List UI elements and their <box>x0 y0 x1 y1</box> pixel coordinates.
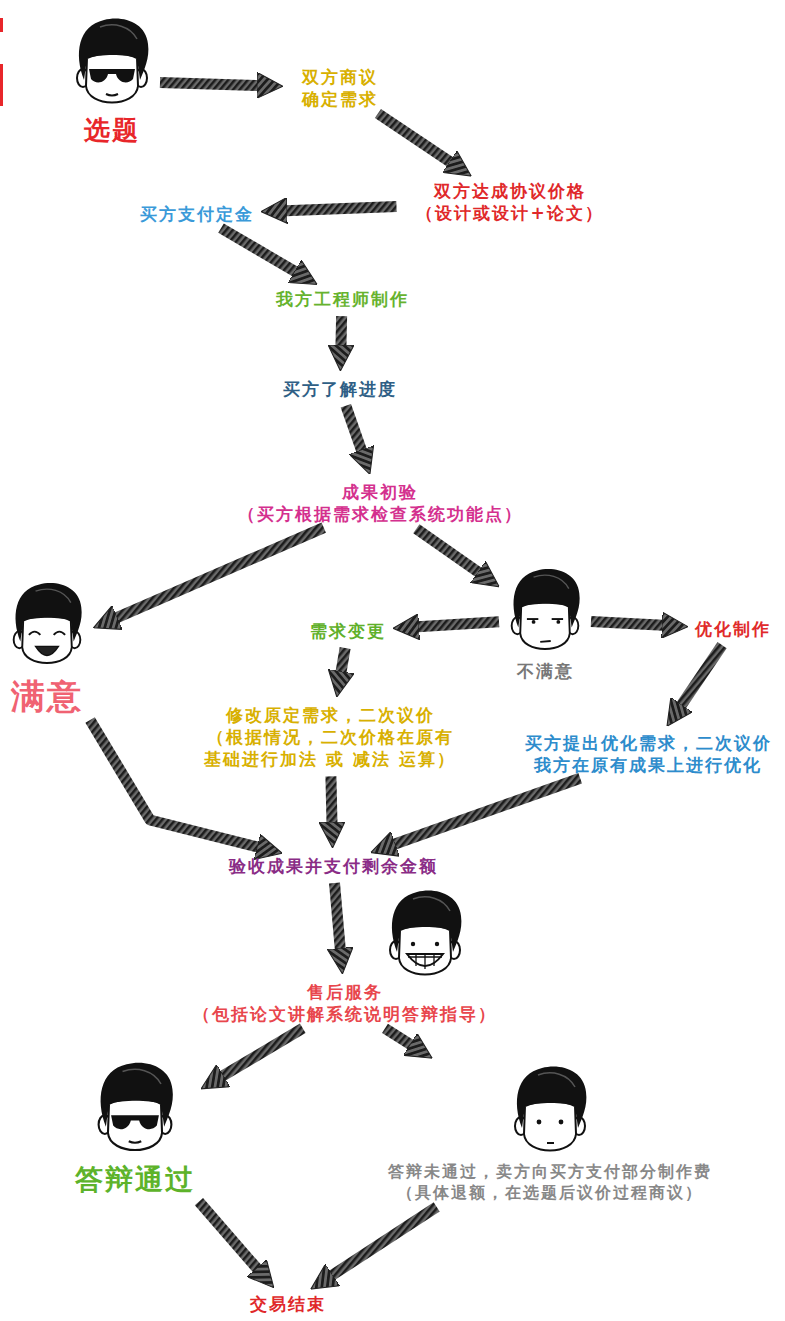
step-node: 买方了解进度 <box>283 378 397 400</box>
step-text: 双方达成协议价格 （设计或设计+论文） <box>403 180 618 224</box>
step-node: 需求变更 <box>310 620 386 642</box>
step-node: 成果初验 （买方根据需求检查系统功能点） <box>220 481 540 525</box>
face-illustration <box>505 556 585 660</box>
step-node: 买方提出优化需求，二次议价 我方在原有成果上进行优化 <box>516 732 781 776</box>
step-node: 修改原定需求，二次议价 （根据情况，二次价格在原有 基础进行加法 或 减法 运算… <box>195 704 465 770</box>
step-text: 答辩通过 <box>75 1162 195 1198</box>
step-node: 选题 <box>70 14 154 148</box>
flow-arrow <box>116 528 323 618</box>
step-node: 双方商议 确定需求 <box>290 66 390 110</box>
flow-arrow <box>394 778 580 844</box>
step-text: 修改原定需求，二次议价 （根据情况，二次价格在原有 基础进行加法 或 减法 运算… <box>195 704 465 770</box>
step-node: 售后服务 （包括论文讲解系统说明答辩指导） <box>180 981 510 1025</box>
step-text: 满意 <box>11 674 83 718</box>
flow-arrow <box>331 776 332 823</box>
step-text: 验收成果并支付剩余金额 <box>229 855 438 877</box>
flow-arrow <box>221 228 296 272</box>
step-node: 满意 <box>7 578 87 718</box>
step-node: 答辩未通过，卖方向买方支付部分制作费 （具体退额，在选题后议价过程商议） <box>370 1062 730 1204</box>
flow-arrow <box>681 645 722 705</box>
flow-arrow <box>385 1028 411 1044</box>
face-illustration <box>87 1058 183 1162</box>
face-illustration <box>70 14 154 114</box>
face-illustration <box>7 578 87 674</box>
flow-arrow <box>346 406 362 451</box>
flow-arrow <box>160 82 258 85</box>
step-text: 优化制作 <box>695 618 771 640</box>
step-text: 售后服务 （包括论文讲解系统说明答辩指导） <box>180 981 510 1025</box>
step-node: 答辩通过 <box>75 1058 195 1198</box>
step-text: 交易结束 <box>250 1293 326 1315</box>
step-text: 买方提出优化需求，二次议价 我方在原有成果上进行优化 <box>516 732 781 776</box>
step-node: 我方工程师制作 <box>276 288 409 310</box>
step-node: 不满意 <box>505 556 585 682</box>
step-text: 我方工程师制作 <box>276 288 409 310</box>
step-text: 答辩未通过，卖方向买方支付部分制作费 （具体退额，在选题后议价过程商议） <box>370 1162 730 1204</box>
step-text: 不满意 <box>517 660 574 682</box>
step-text: 买方了解进度 <box>283 378 397 400</box>
flow-arrow <box>341 648 345 672</box>
step-node: 买方支付定金 <box>140 203 254 225</box>
flow-arrow <box>416 529 478 573</box>
step-text: 成果初验 （买方根据需求检查系统功能点） <box>220 481 540 525</box>
step-node: 交易结束 <box>250 1293 326 1315</box>
step-node: 双方达成协议价格 （设计或设计+论文） <box>403 180 618 224</box>
step-node: 优化制作 <box>695 618 771 640</box>
flow-arrow <box>222 1028 302 1076</box>
flow-arrow <box>418 622 499 627</box>
step-text: 需求变更 <box>310 620 386 642</box>
edge-marks <box>0 0 6 120</box>
flow-arrow <box>378 114 451 163</box>
face-illustration <box>508 1062 592 1162</box>
flow-arrow <box>199 1202 257 1269</box>
step-node: 验收成果并支付剩余金额 <box>229 855 438 877</box>
flow-arrow <box>286 206 397 210</box>
flow-arrow <box>332 1207 437 1276</box>
flow-arrow <box>334 883 340 949</box>
step-text: 选题 <box>84 114 140 148</box>
step-text: 买方支付定金 <box>140 203 254 225</box>
step-text: 双方商议 确定需求 <box>290 66 390 110</box>
flow-arrow <box>335 316 347 346</box>
flow-arrow <box>591 621 663 625</box>
face-illustration <box>380 886 470 986</box>
